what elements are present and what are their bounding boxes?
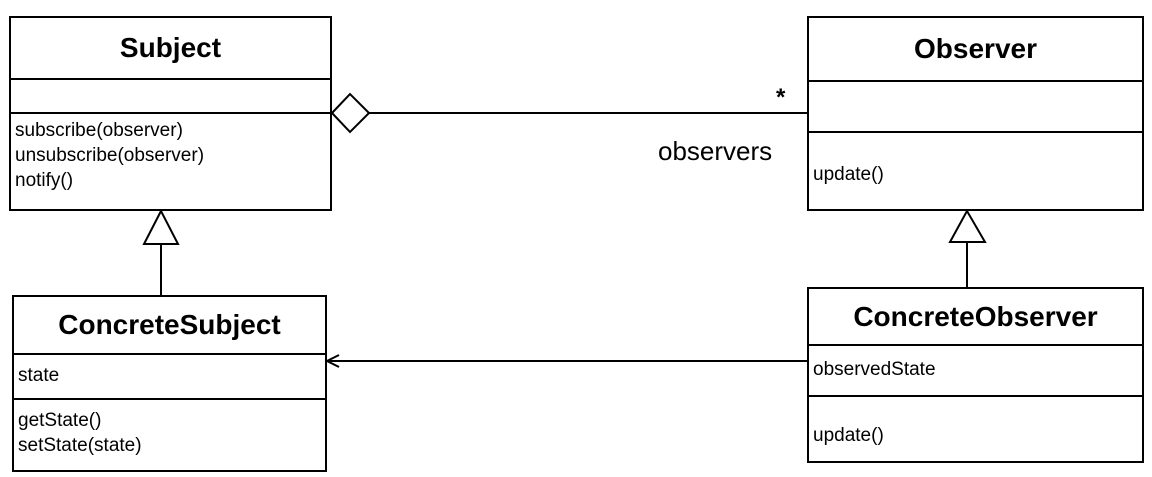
concrete-subject-operations: getState() setState(state) <box>14 400 325 458</box>
concrete-subject-operation: getState() <box>18 410 102 431</box>
subject-attributes <box>11 80 330 114</box>
concrete-observer-operations: update() <box>809 397 1142 448</box>
subject-operation: subscribe(observer) <box>15 120 183 141</box>
observer-inheritance-triangle-icon <box>948 208 987 243</box>
concrete-subject-attribute: state <box>18 365 60 386</box>
concrete-observer-class[interactable]: ConcreteObserver observedState update() <box>807 287 1144 463</box>
observer-attributes <box>809 82 1142 133</box>
observer-operations: update() <box>809 133 1142 187</box>
concrete-observer-attribute: observedState <box>813 359 936 380</box>
concrete-observer-operation: update() <box>813 425 884 446</box>
subject-class[interactable]: Subject subscribe(observer) unsubscribe(… <box>9 16 332 211</box>
aggregation-diamond-icon <box>330 92 371 134</box>
subject-operation: notify() <box>15 170 74 191</box>
subject-inheritance-triangle-icon <box>142 208 180 245</box>
observer-class-name: Observer <box>809 18 1142 82</box>
concrete-observer-class-name: ConcreteObserver <box>809 289 1142 346</box>
subject-operations: subscribe(observer) unsubscribe(observer… <box>11 114 330 193</box>
subject-class-name: Subject <box>11 18 330 80</box>
concrete-subject-class[interactable]: ConcreteSubject state getState() setStat… <box>12 295 327 472</box>
observer-class[interactable]: Observer update() <box>807 16 1144 211</box>
multiplicity-label: * <box>776 84 786 111</box>
concrete-subject-operation: setState(state) <box>18 435 142 456</box>
concrete-subject-class-name: ConcreteSubject <box>14 297 325 355</box>
role-label: observers <box>658 136 773 166</box>
concrete-observer-attributes: observedState <box>809 346 1142 397</box>
concrete-subject-attributes: state <box>14 355 325 400</box>
observer-operation: update() <box>813 164 884 185</box>
dependency-arrowhead-icon <box>324 354 340 368</box>
subject-operation: unsubscribe(observer) <box>15 145 205 166</box>
